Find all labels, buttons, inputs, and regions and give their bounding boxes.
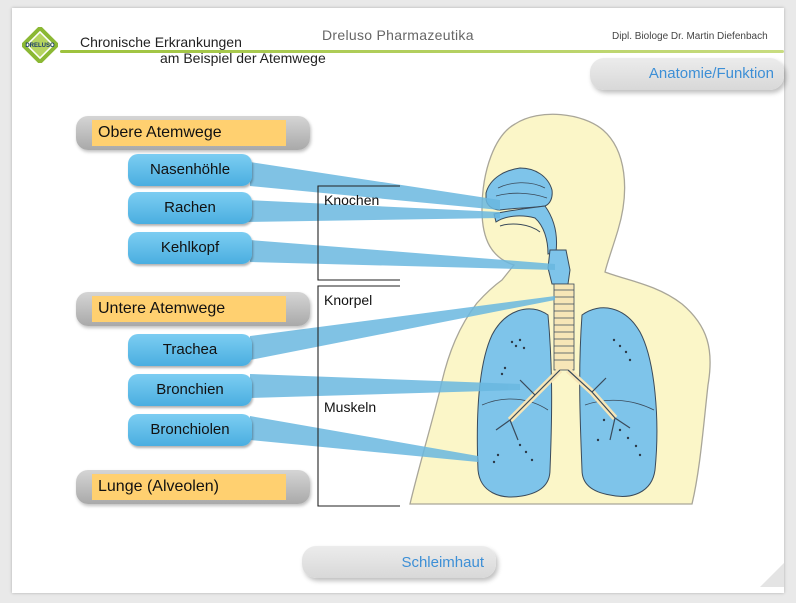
trachea-shape <box>554 284 574 370</box>
kehlkopf-label: Kehlkopf <box>128 239 252 256</box>
obere-atemwege-label: Obere Atemwege <box>92 120 286 146</box>
bronchiolen-label: Bronchiolen <box>128 421 252 438</box>
obere-atemwege-button[interactable]: Obere Atemwege <box>76 116 310 150</box>
nasenhoehle-label: Nasenhöhle <box>128 161 252 178</box>
schleimhaut-button[interactable]: Schleimhaut <box>302 546 496 578</box>
bronchien-label: Bronchien <box>128 381 252 398</box>
bronchien-button[interactable]: Bronchien <box>128 374 252 406</box>
nasenhoehle-button[interactable]: Nasenhöhle <box>128 154 252 186</box>
lunge-alveolen-button[interactable]: Lunge (Alveolen) <box>76 470 310 504</box>
rachen-label: Rachen <box>128 199 252 216</box>
label-muskeln: Muskeln <box>324 399 376 415</box>
untere-atemwege-button[interactable]: Untere Atemwege <box>76 292 310 326</box>
bronchiolen-button[interactable]: Bronchiolen <box>128 414 252 446</box>
label-knochen: Knochen <box>324 192 379 208</box>
tissue-brackets <box>318 186 400 506</box>
untere-atemwege-label: Untere Atemwege <box>92 296 286 322</box>
kehlkopf-button[interactable]: Kehlkopf <box>128 232 252 264</box>
lunge-alveolen-label: Lunge (Alveolen) <box>92 474 286 500</box>
rachen-button[interactable]: Rachen <box>128 192 252 224</box>
label-knorpel: Knorpel <box>324 292 372 308</box>
trachea-label: Trachea <box>128 341 252 358</box>
trachea-button[interactable]: Trachea <box>128 334 252 366</box>
